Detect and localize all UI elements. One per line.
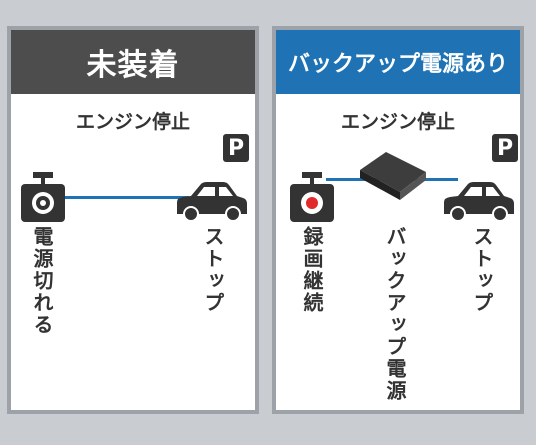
backup-battery-icon [360, 152, 426, 200]
panel-subtitle: エンジン停止 [340, 111, 455, 133]
wire-line [61, 196, 189, 199]
camera-status-label: 電源切れる [30, 226, 54, 336]
battery-label: バックアップ電源 [383, 226, 407, 402]
panel-title: バックアップ電源あり [276, 30, 520, 94]
dashcam-icon [21, 172, 65, 222]
car-icon [444, 182, 514, 222]
panel-subtitle: エンジン停止 [75, 111, 190, 133]
car-status-label: ストップ [201, 226, 225, 314]
parking-letter: P [496, 135, 514, 161]
panel-with-backup: バックアップ電源あり エンジン停止 P 録画継続 バックアップ電源 ストップ [272, 26, 524, 414]
parking-sign-icon: P [223, 134, 249, 162]
parking-sign-icon: P [492, 134, 518, 162]
car-status-label: ストップ [470, 226, 494, 314]
parking-letter: P [227, 135, 245, 161]
camera-status-label: 録画継続 [300, 226, 324, 314]
dashcam-icon [290, 172, 334, 222]
panel-without-backup: 未装着 エンジン停止 P 電源切れる ストップ [7, 26, 259, 414]
panel-title: 未装着 [11, 30, 255, 94]
car-icon [177, 182, 247, 222]
